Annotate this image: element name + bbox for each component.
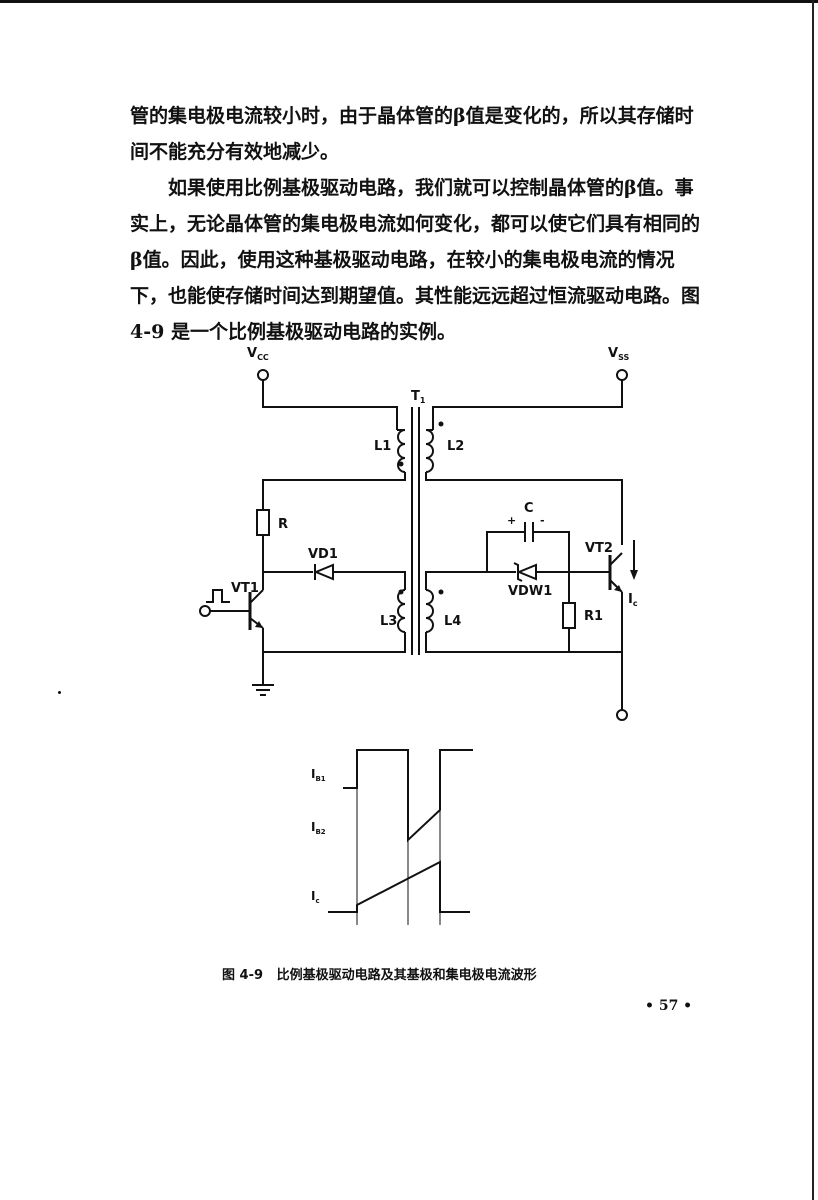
ib2-label: IB2 (311, 820, 326, 836)
top-border-line (0, 0, 818, 3)
capacitor-c (486, 522, 570, 572)
base-current-waveform (343, 749, 473, 843)
vss-terminal (432, 369, 628, 430)
l2-label: L2 (447, 439, 464, 454)
transistor-vt1 (199, 572, 264, 685)
vdw1-label: VDW1 (508, 584, 552, 599)
vcc-label: VCC (247, 346, 269, 362)
transformer-label: T1 (411, 389, 426, 405)
vss-label: VSS (608, 346, 629, 362)
body-paragraph-1: 管的集电极电流较小时，由于晶体管的β值是变化的，所以其存储时间不能充分有效地减少… (130, 105, 694, 163)
scan-speck (58, 691, 61, 694)
figure-caption: 图 4-9 比例基极驱动电路及其基极和集电极电流波形 (222, 968, 537, 983)
winding-l1 (262, 429, 406, 510)
winding-l4 (425, 571, 622, 653)
ib1-label: IB1 (311, 767, 326, 783)
resistor-r1 (562, 572, 576, 652)
winding-l2 (425, 421, 623, 545)
c-label: C (524, 501, 534, 516)
ic-arrow (630, 540, 638, 580)
body-paragraph-2: 如果使用比例基极驱动电路，我们就可以控制晶体管的β值。事实上，无论晶体管的集电极… (130, 177, 701, 343)
l4-label: L4 (444, 614, 461, 629)
transformer-core (411, 407, 420, 655)
l3-label: L3 (380, 614, 397, 629)
winding-l3 (263, 589, 406, 653)
vcc-terminal (257, 369, 398, 430)
collector-current-waveform (328, 860, 470, 913)
right-border-line (812, 0, 814, 1200)
page-number: • 57 • (645, 998, 693, 1014)
diode-vd1 (263, 563, 406, 590)
c-plus-label: + (507, 514, 516, 527)
ic-waveform-label: Ic (311, 889, 320, 905)
l1-label: L1 (374, 439, 391, 454)
c-minus-label: - (540, 514, 545, 527)
r1-label: R1 (584, 609, 603, 624)
zener-vdw1 (487, 562, 610, 582)
vd1-label: VD1 (308, 547, 338, 562)
r-label: R (278, 517, 288, 532)
circuit-diagram: VCC VSS T1 L1 L2 (199, 346, 638, 721)
ic-circuit-label: Ic (628, 592, 638, 608)
waveform-diagram: IB1 IB2 Ic (311, 749, 473, 925)
vt1-label: VT1 (231, 581, 259, 596)
figure-4-9: VCC VSS T1 L1 L2 (199, 346, 638, 925)
vt2-label: VT2 (585, 541, 613, 556)
transistor-vt2 (608, 552, 628, 721)
ground-symbol (252, 684, 274, 696)
resistor-r (256, 509, 270, 572)
